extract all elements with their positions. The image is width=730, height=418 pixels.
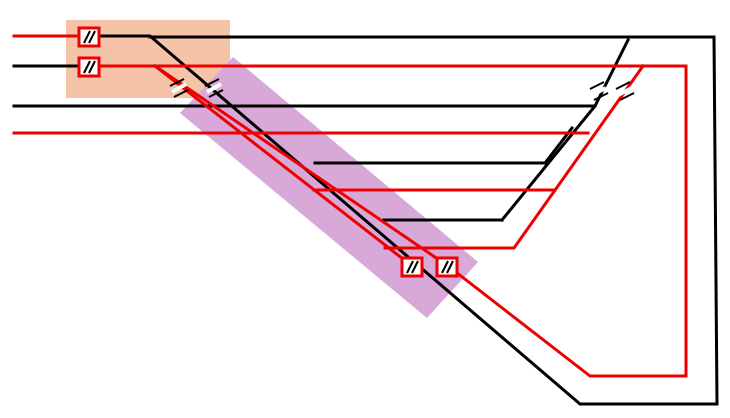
rail-red-main (98, 63, 688, 378)
rail-red-diagonal (383, 63, 646, 250)
insulated-rail-gap-icon (171, 82, 633, 97)
rail-black-main (12, 34, 719, 406)
rail-red-main-branch (152, 63, 415, 269)
rail-black-diagonal (499, 103, 598, 223)
